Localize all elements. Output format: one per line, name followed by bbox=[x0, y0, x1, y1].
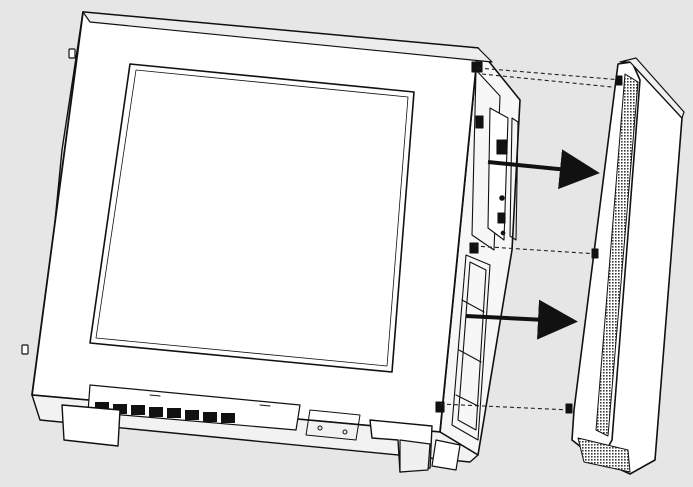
side-window bbox=[89, 63, 415, 373]
screw-top bbox=[68, 48, 76, 59]
fan-bay bbox=[451, 254, 491, 441]
io-port-small bbox=[497, 212, 506, 224]
panel-clip-top bbox=[615, 75, 623, 86]
front-panel-bottom-mesh bbox=[577, 437, 631, 473]
base-details bbox=[149, 394, 361, 441]
fan-rib-1 bbox=[461, 299, 485, 313]
fan-rib-3 bbox=[455, 394, 479, 407]
clip-upper bbox=[475, 115, 484, 129]
arrow-lower bbox=[465, 299, 578, 340]
thumb-screws bbox=[21, 48, 76, 355]
io-led bbox=[500, 230, 506, 236]
front-frame-details bbox=[435, 61, 519, 441]
drive-bay-top bbox=[471, 69, 501, 251]
front-panel-top-bevel bbox=[619, 57, 685, 119]
foot-front-right bbox=[431, 439, 461, 471]
panel-clip-bottom bbox=[565, 403, 573, 414]
guide-top-2 bbox=[481, 73, 623, 89]
alignment-guides bbox=[439, 67, 623, 411]
pc-case bbox=[21, 11, 521, 473]
base-vent-slots bbox=[95, 402, 235, 423]
fan-rib-2 bbox=[458, 349, 482, 363]
panel-clip-middle bbox=[591, 248, 599, 259]
io-port-block bbox=[496, 139, 508, 155]
guide-bottom bbox=[439, 403, 571, 411]
clip-bottom bbox=[435, 401, 445, 413]
side-window-inner bbox=[95, 69, 409, 367]
arrow-upper bbox=[487, 149, 600, 190]
fan-bay-inner bbox=[457, 261, 487, 431]
io-button bbox=[499, 195, 505, 201]
front-panel-mesh bbox=[595, 73, 639, 437]
removal-arrows bbox=[465, 149, 600, 340]
case-top-edge bbox=[82, 11, 493, 63]
front-panel bbox=[565, 57, 685, 475]
guide-top bbox=[477, 67, 623, 81]
io-side-rail bbox=[509, 117, 519, 241]
foot-rear-left bbox=[61, 404, 121, 447]
foot-front-left-side bbox=[399, 439, 431, 473]
clip-middle bbox=[469, 242, 479, 254]
clip-top bbox=[471, 61, 483, 73]
screw-bottom bbox=[21, 344, 29, 355]
base-vent-plate bbox=[87, 384, 301, 431]
